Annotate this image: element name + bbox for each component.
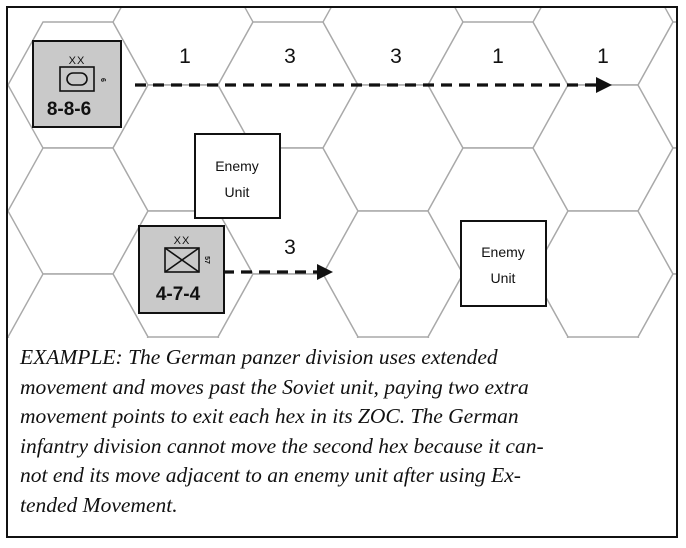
enemy-unit-label: Enemy: [215, 158, 259, 174]
hex-map: 1 3 3 1 1 3 XX 6 8-8-6 Enemy Unit: [8, 8, 676, 338]
enemy-unit-label: Unit: [491, 270, 516, 286]
unit-size-label: XX: [174, 235, 191, 247]
caption-line: movement and moves past the Soviet unit,…: [20, 374, 529, 399]
move-cost-label: 3: [284, 236, 296, 259]
move-cost-label: 3: [284, 45, 296, 68]
combat-factors: 8-8-6: [47, 99, 91, 120]
caption-line: infantry division cannot move the second…: [20, 433, 544, 458]
enemy-unit-label: Enemy: [481, 244, 525, 260]
arrowhead-icon: [596, 77, 612, 93]
caption-line: EXAMPLE: The German panzer division uses…: [20, 345, 498, 369]
map-hex: [637, 147, 676, 275]
move-cost-label: 1: [179, 45, 191, 68]
enemy-unit-label: Unit: [225, 184, 250, 200]
enemy-unit-counter: Enemy Unit: [194, 133, 281, 219]
combat-factors: 4-7-4: [156, 284, 201, 305]
infantry-symbol-icon: [164, 247, 200, 273]
arrowhead-icon: [317, 264, 333, 280]
infantry-division-counter: XX 57 4-7-4: [138, 225, 225, 314]
unit-size-label: XX: [69, 55, 86, 67]
move-cost-label: 1: [597, 45, 609, 68]
unit-id-label: 6: [99, 78, 106, 82]
map-hex: [8, 273, 149, 338]
enemy-unit-counter: Enemy Unit: [460, 220, 547, 307]
move-cost-label: 3: [390, 45, 402, 68]
caption-line: movement points to exit each hex in its …: [20, 404, 519, 428]
unit-id-label: 57: [203, 256, 210, 264]
map-hex: [637, 21, 676, 149]
example-caption: EXAMPLE: The German panzer division uses…: [20, 343, 664, 520]
example-frame: 1 3 3 1 1 3 XX 6 8-8-6 Enemy Unit: [6, 6, 678, 538]
move-cost-label: 1: [492, 45, 504, 68]
panzer-division-counter: XX 6 8-8-6: [32, 40, 122, 128]
map-hex: [637, 273, 676, 338]
caption-line: not end its move adjacent to an enemy un…: [20, 463, 521, 487]
caption-line: tended Movement.: [20, 492, 178, 517]
armor-symbol-icon: [59, 66, 95, 92]
